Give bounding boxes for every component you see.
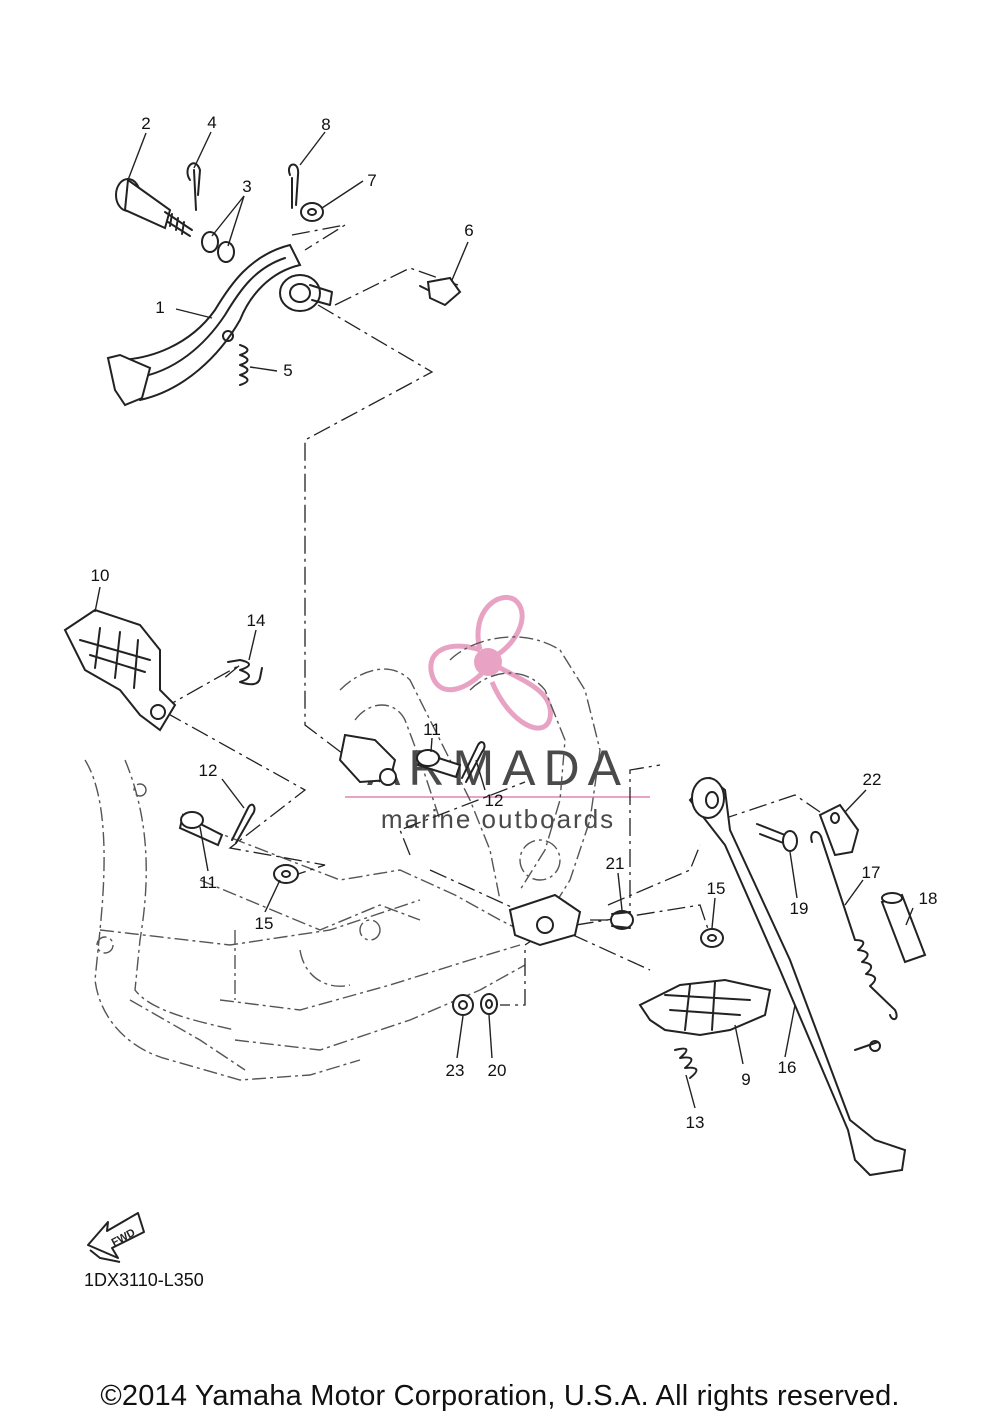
watermark-tagline: marine outboards bbox=[381, 804, 615, 834]
sidestand-bolt bbox=[756, 823, 798, 852]
r-clip bbox=[186, 162, 201, 211]
footrest-pin-left bbox=[178, 811, 224, 847]
callout-18: 18 bbox=[919, 889, 938, 908]
footrest-spring-right bbox=[674, 1047, 698, 1079]
armada-watermark: ARMADA marine outboards bbox=[345, 595, 650, 834]
callout-22: 22 bbox=[863, 770, 882, 789]
callout-7: 7 bbox=[367, 171, 376, 190]
callout-4: 4 bbox=[207, 113, 216, 132]
callout-17: 17 bbox=[862, 863, 881, 882]
callout-11-right: 11 bbox=[423, 720, 441, 739]
callout-16: 16 bbox=[778, 1058, 797, 1077]
sidestand bbox=[688, 776, 907, 1177]
callout-11-left: 11 bbox=[199, 873, 217, 892]
callout-6: 6 bbox=[464, 221, 473, 240]
callout-14: 14 bbox=[247, 611, 266, 630]
callout-9: 9 bbox=[741, 1070, 750, 1089]
callout-20: 20 bbox=[488, 1061, 507, 1080]
diagram-code: 1DX3110-L350 bbox=[84, 1270, 204, 1290]
o-ring-a bbox=[201, 231, 219, 253]
callout-19: 19 bbox=[790, 899, 809, 918]
callout-13: 13 bbox=[686, 1113, 705, 1132]
washer-20 bbox=[480, 993, 498, 1015]
cotter-pin-12-right bbox=[461, 741, 486, 783]
callout-15-right: 15 bbox=[707, 879, 726, 898]
propeller-logo bbox=[428, 595, 553, 731]
callout-12-left: 12 bbox=[199, 761, 218, 780]
callout-15-left: 15 bbox=[255, 914, 274, 933]
footrest-right bbox=[638, 978, 772, 1037]
callout-2: 2 bbox=[141, 114, 150, 133]
callout-3: 3 bbox=[242, 177, 251, 196]
callout-numbers: 1 2 3 4 5 6 7 8 9 10 11 11 12 12 13 14 1… bbox=[91, 113, 938, 1132]
pivot-bolt bbox=[115, 178, 193, 237]
brake-pedal bbox=[106, 243, 333, 407]
callout-21: 21 bbox=[606, 854, 625, 873]
sidestand-spring bbox=[810, 831, 898, 1021]
spring-hook-plate bbox=[818, 803, 860, 857]
watermark-brand: ARMADA bbox=[367, 740, 629, 796]
clevis-pin bbox=[419, 276, 462, 307]
callout-1: 1 bbox=[155, 298, 164, 317]
o-ring-b bbox=[217, 241, 235, 263]
cotter-pin-8 bbox=[287, 163, 300, 209]
pedal-spring bbox=[239, 344, 249, 386]
frame-bracket bbox=[338, 733, 582, 947]
spring-sleeve bbox=[880, 892, 927, 964]
washer-15-left bbox=[273, 864, 299, 884]
callout-5: 5 bbox=[283, 361, 292, 380]
callout-8: 8 bbox=[321, 115, 330, 134]
fwd-arrow-icon: FWD bbox=[87, 1212, 145, 1263]
washer-7 bbox=[300, 202, 324, 222]
collar-21 bbox=[610, 910, 634, 930]
footrest-left bbox=[63, 608, 177, 732]
callout-23: 23 bbox=[446, 1061, 465, 1080]
nut-23 bbox=[452, 994, 474, 1016]
callout-10: 10 bbox=[91, 566, 110, 585]
cotter-pin-12-left bbox=[231, 803, 256, 844]
footrest-spring-left bbox=[227, 659, 263, 686]
washer-15-right bbox=[700, 928, 724, 948]
copyright-notice: ©2014 Yamaha Motor Corporation, U.S.A. A… bbox=[100, 1380, 900, 1412]
callout-12-right: 12 bbox=[485, 791, 504, 810]
footrest-pin-right bbox=[416, 749, 462, 779]
leader-lines bbox=[94, 131, 914, 1109]
frame-outline bbox=[84, 636, 601, 1081]
